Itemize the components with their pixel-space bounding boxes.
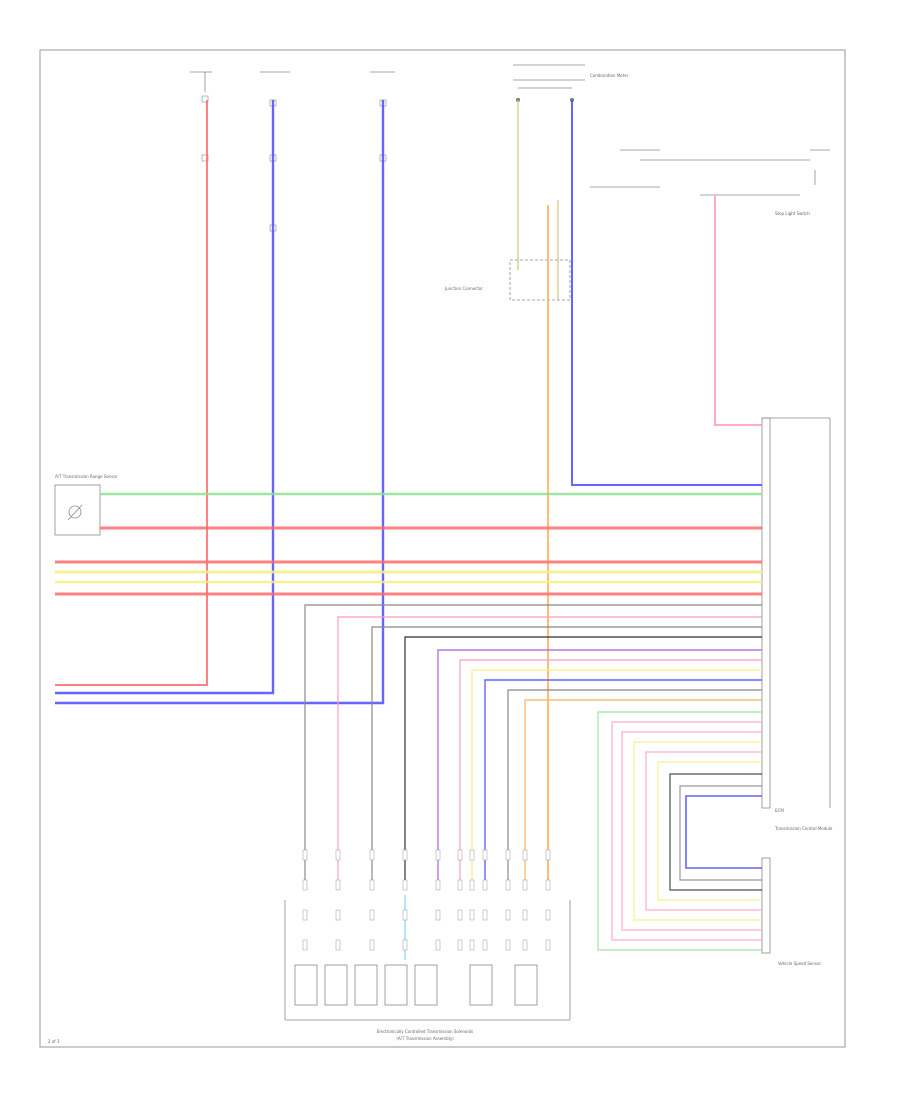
connector-pin (335, 939, 341, 951)
junction-connector-box (509, 259, 571, 301)
connector-pin (369, 939, 375, 951)
wire-green-2 (597, 711, 762, 951)
range-sensor (54, 484, 101, 536)
connector-pin (402, 909, 408, 921)
connector-pin (369, 909, 375, 921)
connector-pin (522, 909, 528, 921)
junction-label: Junction Connector (444, 286, 483, 291)
connector-stub-1 (190, 71, 212, 162)
wire-violet-1 (437, 649, 762, 890)
connector-pin (457, 849, 463, 861)
connector-pin (545, 939, 551, 951)
solenoids-label: Electronically Controlled Transmission S… (377, 1029, 473, 1034)
connector-pin (302, 939, 308, 951)
connector-pin (505, 879, 511, 891)
connector-pin (505, 939, 511, 951)
solenoids-sub-label: (A/T Transmission Assembly) (396, 1036, 454, 1041)
wire-pink-stop (714, 195, 762, 426)
wire-black-2 (669, 773, 762, 891)
tcm-label: Transmission Control Module (774, 826, 833, 831)
solenoid-assembly (284, 900, 571, 1021)
ecm-connector-strip (761, 417, 831, 809)
connector-pin (335, 909, 341, 921)
connector-pin (402, 879, 408, 891)
wire-gray-2 (371, 626, 762, 890)
connector-pin (505, 849, 511, 861)
wire-orange-2 (524, 699, 762, 890)
wire-yellow-5 (657, 761, 762, 901)
connector-stub-2 (260, 71, 290, 232)
range-sensor-label: A/T Transmission Range Sensor (55, 474, 118, 479)
connector-pin (522, 879, 528, 891)
connector-pin (522, 849, 528, 861)
connector-pin (469, 849, 475, 861)
connector-pin (435, 879, 441, 891)
wire-red-vertical-1 (55, 100, 208, 686)
wire-pink-4 (611, 721, 762, 941)
connector-pin (469, 879, 475, 891)
connector-pin (545, 849, 551, 861)
connector-pin (505, 909, 511, 921)
connector-pin (545, 879, 551, 891)
connector-pin (435, 939, 441, 951)
wire-gray-4 (679, 785, 762, 881)
connector-pin (369, 879, 375, 891)
wire-gray-1 (304, 604, 762, 890)
stop-switch-label: Stop Light Switch (775, 211, 810, 216)
wire-pink-6 (645, 751, 762, 911)
wire-pink-3 (459, 659, 762, 890)
wire-pink-5 (621, 731, 762, 931)
connector-pin (435, 909, 441, 921)
connector-pin (482, 849, 488, 861)
wire-blue-vertical-2 (55, 100, 385, 705)
connector-pin (335, 849, 341, 861)
connector-pin (402, 939, 408, 951)
connector-pin (469, 939, 475, 951)
combination-switch (513, 64, 585, 102)
connector-pin (482, 939, 488, 951)
connector-pin (457, 939, 463, 951)
connector-pin (302, 849, 308, 861)
wires (55, 100, 762, 960)
connector-pin (335, 879, 341, 891)
page-number: 2 of 3 (48, 1039, 60, 1044)
connector-pin (545, 909, 551, 921)
connector-pin (302, 909, 308, 921)
diagram-frame (39, 49, 846, 1048)
connector-pin (402, 849, 408, 861)
wire-blue-vertical-1 (55, 100, 275, 695)
wire-gray-3 (507, 689, 762, 890)
connector-pin (457, 879, 463, 891)
wire-yellow-3 (471, 669, 762, 890)
connector-pin (469, 909, 475, 921)
wire-black-1 (404, 636, 762, 890)
combination-meter-label: Combination Meter (590, 73, 629, 78)
connector-pin (522, 939, 528, 951)
connector-pin (369, 849, 375, 861)
tcm-connector-strip (761, 857, 771, 954)
wire-pink-2 (337, 616, 762, 890)
wire-blue-combo-right (571, 100, 762, 486)
ecm-label: ECM (775, 808, 784, 813)
stop-switch (590, 149, 830, 196)
wire-blue-4 (685, 795, 762, 869)
top-connectors (190, 64, 830, 301)
wire-blue-3 (484, 679, 762, 890)
connector-pin (435, 849, 441, 861)
speed-sensor-label: Vehicle Speed Sensor (778, 961, 821, 966)
connector-pin (482, 909, 488, 921)
connector-pin (482, 879, 488, 891)
connector-pin (302, 879, 308, 891)
wire-yellow-4 (633, 741, 762, 921)
connector-pin (457, 909, 463, 921)
